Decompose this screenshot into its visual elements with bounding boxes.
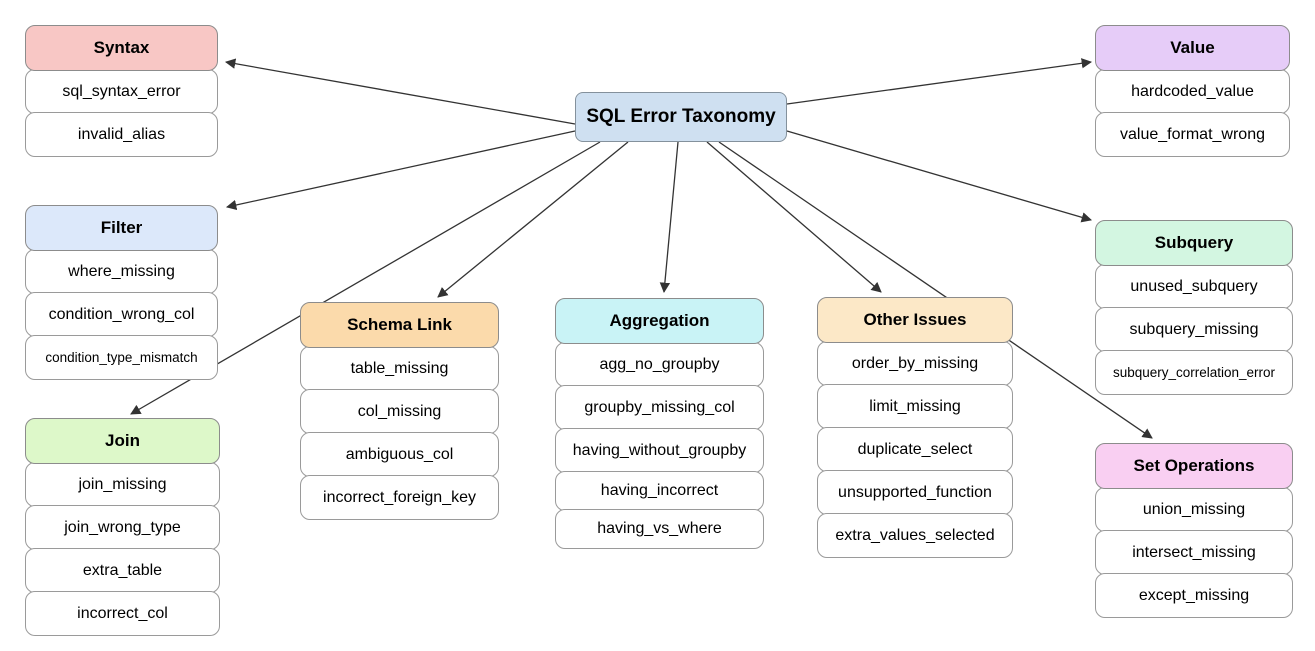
error-type-item: order_by_missing <box>817 341 1013 386</box>
error-type-item: except_missing <box>1095 573 1293 618</box>
arrow-to-schema-link <box>437 141 629 298</box>
error-type-item: join_missing <box>25 462 220 507</box>
category-header-other-issues: Other Issues <box>817 297 1013 343</box>
arrow-to-aggregation <box>659 141 679 294</box>
root-label: SQL Error Taxonomy <box>586 106 776 127</box>
error-type-item: unused_subquery <box>1095 264 1293 309</box>
category-header-set-operations: Set Operations <box>1095 443 1293 489</box>
error-type-item: col_missing <box>300 389 499 434</box>
arrow-to-filter <box>225 130 576 211</box>
error-type-item: join_wrong_type <box>25 505 220 550</box>
arrow-to-syntax <box>224 58 576 125</box>
error-type-item: condition_type_mismatch <box>25 335 218 380</box>
error-type-item: value_format_wrong <box>1095 112 1290 157</box>
error-type-item: agg_no_groupby <box>555 342 764 387</box>
error-type-item: intersect_missing <box>1095 530 1293 575</box>
category-header-syntax: Syntax <box>25 25 218 71</box>
error-type-item: where_missing <box>25 249 218 294</box>
error-type-item: incorrect_col <box>25 591 220 636</box>
error-type-item: unsupported_function <box>817 470 1013 515</box>
error-type-item: having_vs_where <box>555 509 764 549</box>
category-header-subquery: Subquery <box>1095 220 1293 266</box>
arrow-to-set-operations <box>718 141 1153 439</box>
error-type-item: subquery_missing <box>1095 307 1293 352</box>
error-type-item: extra_table <box>25 548 220 593</box>
category-header-schema-link: Schema Link <box>300 302 499 348</box>
error-type-item: ambiguous_col <box>300 432 499 477</box>
category-header-value: Value <box>1095 25 1290 71</box>
error-type-item: limit_missing <box>817 384 1013 429</box>
error-type-item: union_missing <box>1095 487 1293 532</box>
error-type-item: extra_values_selected <box>817 513 1013 558</box>
arrow-to-other-issues <box>706 141 882 293</box>
error-type-item: condition_wrong_col <box>25 292 218 337</box>
error-type-item: incorrect_foreign_key <box>300 475 499 520</box>
error-type-item: invalid_alias <box>25 112 218 157</box>
arrow-to-subquery <box>786 130 1092 223</box>
error-type-item: having_without_groupby <box>555 428 764 473</box>
arrow-to-value <box>786 58 1093 105</box>
category-header-join: Join <box>25 418 220 464</box>
error-type-item: having_incorrect <box>555 471 764 511</box>
root-node: SQL Error Taxonomy <box>575 92 787 142</box>
error-type-item: sql_syntax_error <box>25 69 218 114</box>
error-type-item: hardcoded_value <box>1095 69 1290 114</box>
category-header-filter: Filter <box>25 205 218 251</box>
category-header-aggregation: Aggregation <box>555 298 764 344</box>
error-type-item: subquery_correlation_error <box>1095 350 1293 395</box>
error-type-item: duplicate_select <box>817 427 1013 472</box>
error-type-item: groupby_missing_col <box>555 385 764 430</box>
error-type-item: table_missing <box>300 346 499 391</box>
